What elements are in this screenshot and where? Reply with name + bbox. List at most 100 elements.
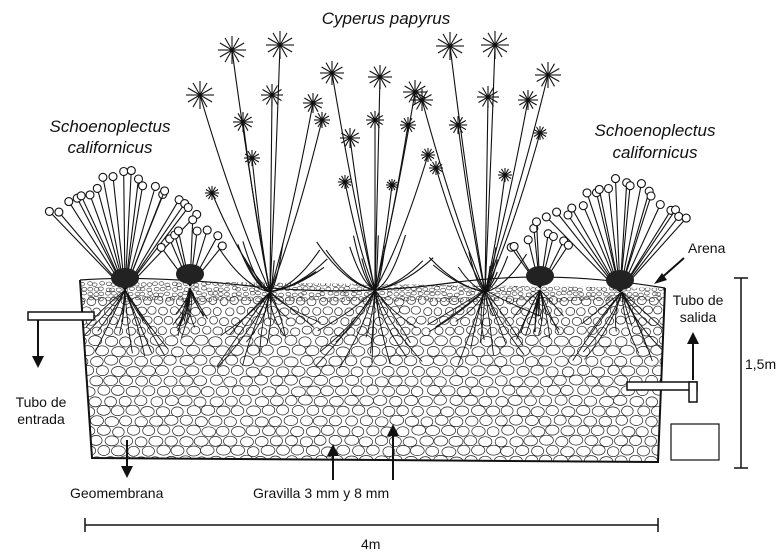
sand-grain (520, 283, 525, 287)
gravel-stone (382, 366, 394, 376)
papyrus-stem (450, 46, 485, 292)
gravel-stone (82, 446, 96, 456)
arena-arrow (654, 258, 684, 284)
gravel-stone (322, 365, 335, 375)
papyrus-umbel (498, 168, 512, 182)
gravel-stone (442, 346, 456, 356)
sand-grain (292, 293, 297, 297)
gravel-stone (606, 387, 619, 397)
gravel-stone (562, 407, 575, 417)
gravel-stone (269, 417, 281, 427)
gravel-stone (173, 366, 185, 376)
gravel-stone (540, 455, 552, 465)
gravel-stone (585, 376, 599, 386)
gravel-stone (345, 356, 357, 366)
gravel-stone (261, 445, 275, 455)
gravel-stone (201, 405, 214, 415)
schoeno-seedhead (193, 227, 201, 235)
gravel-stone (554, 308, 562, 316)
gravel-stone (180, 376, 193, 386)
gravel-stone (286, 318, 295, 326)
gravel-stone (600, 397, 614, 407)
gravel-stone (210, 436, 222, 446)
gravel-stone (654, 306, 662, 314)
gravel-stone (450, 376, 463, 386)
gravel-stone (128, 446, 140, 456)
papyrus-umbel (320, 61, 344, 85)
gravel-stone (607, 426, 619, 436)
gravel-stone (418, 296, 426, 304)
gravel-stone (97, 405, 110, 415)
papyrus-umbel (366, 111, 384, 129)
gravel-stone (112, 385, 125, 395)
papyrus-umbel (218, 36, 246, 64)
gravel-stone (148, 306, 156, 314)
gravel-stone (599, 376, 613, 386)
gravel-stone (562, 318, 570, 326)
gravel-stone (195, 335, 209, 345)
gravel-stone (654, 327, 662, 335)
gravel-stone (254, 456, 267, 466)
gravel-stone (172, 385, 185, 395)
species-left-label-line1: Schoenoplectus (30, 117, 190, 136)
gravel-stone (577, 308, 586, 316)
sand-grain (453, 283, 458, 287)
gravel-stone (428, 385, 441, 395)
gravel-stone (442, 447, 456, 457)
sand-grain (159, 282, 164, 286)
gravel-stone (450, 318, 458, 326)
sand-grain (578, 288, 583, 292)
sand-grain (99, 292, 104, 296)
gravel-stone (461, 318, 470, 326)
sand-grain (135, 292, 140, 296)
sand-grain (561, 291, 566, 295)
gravel-stone (172, 347, 184, 357)
sand-grain (278, 283, 283, 287)
gravel-stone (75, 396, 88, 406)
gravel-stone (313, 416, 327, 426)
gravel-stone (450, 457, 464, 467)
gravel-stone (465, 355, 478, 365)
sand-grain (418, 292, 423, 296)
gravel-stone (405, 376, 418, 386)
schoeno-seedhead (542, 213, 550, 221)
gravel-stone (375, 436, 387, 446)
gravel-stone (496, 416, 508, 426)
gravel-stone (420, 335, 433, 345)
gravel-stone (75, 415, 87, 425)
gravel-stone (471, 366, 485, 376)
gravel-stone (120, 356, 133, 366)
gravel-stone (216, 386, 229, 396)
gravel-stone (361, 357, 373, 367)
sand-grain (88, 287, 93, 291)
gravel-stone (142, 446, 154, 456)
sand-grain (159, 293, 164, 297)
gravel-stone (81, 426, 95, 436)
gravel-stone (367, 445, 380, 455)
gravel-stone (225, 396, 237, 406)
gravel-stone (375, 417, 388, 427)
gravel-stone (396, 385, 409, 395)
sand-grain (165, 292, 170, 296)
gravel-stone (89, 336, 102, 346)
outlet-box (671, 424, 719, 460)
gravel-stone (240, 376, 253, 386)
gravel-stone (421, 376, 433, 386)
gravel-stone (584, 416, 597, 426)
sand-grain (194, 283, 199, 287)
species-center-label: Cyperus papyrus (296, 9, 476, 28)
gravel-stone (330, 396, 344, 406)
schoeno-seedhead (612, 175, 620, 183)
gravel-stone (111, 406, 124, 416)
sand-grain (166, 286, 171, 290)
sand-grain (310, 287, 315, 291)
gravel-stone (373, 396, 386, 406)
gravel-stone (615, 376, 628, 386)
sand-grain (573, 292, 578, 296)
gravel-stone (643, 306, 653, 314)
gravel-stone (456, 367, 469, 377)
gravel-stone (411, 387, 423, 397)
sand-grain (110, 288, 115, 292)
gravel-stone (652, 366, 665, 376)
gravel-stone (531, 427, 545, 437)
